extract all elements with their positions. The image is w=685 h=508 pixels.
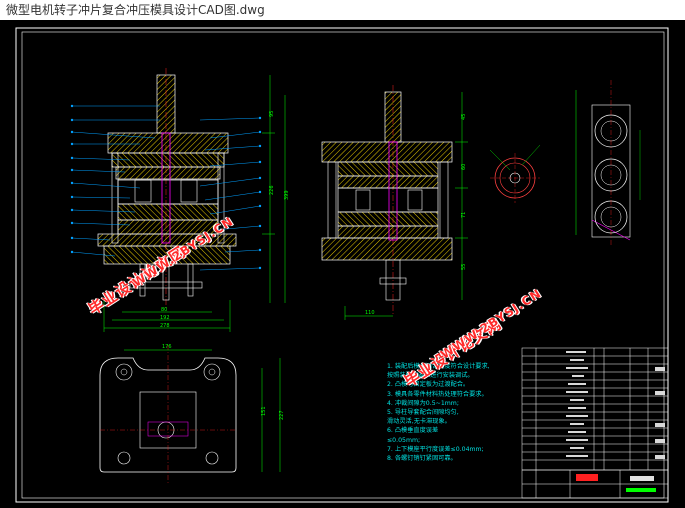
svg-text:71: 71: [461, 212, 467, 218]
note-line-6: 5. 导柱导套配合间隙均匀,: [387, 409, 459, 417]
svg-text:55: 55: [461, 264, 467, 270]
svg-text:80: 80: [161, 307, 167, 313]
svg-text:192: 192: [160, 315, 170, 321]
note-line-9: ≤0.05mm;: [387, 436, 421, 444]
side-view-dim-text: 45 60 71 55 110: [365, 114, 467, 316]
plan-view-dim-text: 176 151 227: [162, 344, 285, 420]
note-line-10: 7. 上下模座平行度误差≤0.04mm;: [387, 445, 484, 453]
note-line-3: 2. 凸模与固定板为过渡配合。: [387, 381, 470, 389]
side-view-dimensions: [344, 92, 468, 320]
svg-text:110: 110: [365, 310, 375, 316]
front-view-dimensions: [103, 75, 286, 332]
note-line-1: 1. 装配后模具闭合高度符合设计要求,: [387, 363, 490, 370]
front-view-dim-text: 95 226 399 80 192 278: [160, 111, 290, 329]
title-block-marks: [576, 474, 656, 492]
part-leader-lines: [71, 105, 261, 271]
svg-text:60: 60: [461, 164, 467, 170]
cad-drawing-viewport[interactable]: 95 226 399 80 192 278: [0, 20, 685, 508]
note-line-4: 3. 模具各零件材料热处理符合要求。: [387, 390, 488, 398]
svg-text:151: 151: [261, 406, 267, 416]
note-line-7: 滑动灵活,无卡滞现象。: [387, 418, 451, 426]
window-title: 微型电机转子冲片复合冲压模具设计CAD图.dwg: [0, 0, 685, 20]
note-line-5: 4. 冲裁间隙为0.5~1mm;: [387, 399, 459, 407]
cad-drawing-canvas[interactable]: 95 226 399 80 192 278: [0, 20, 685, 508]
svg-text:399: 399: [284, 190, 290, 200]
svg-text:227: 227: [279, 410, 285, 420]
svg-text:45: 45: [461, 114, 467, 120]
plan-view: [99, 345, 281, 485]
svg-text:95: 95: [269, 111, 275, 117]
note-line-11: 8. 各螺钉销钉紧固可靠。: [387, 455, 457, 463]
note-line-8: 6. 凸模垂直度误差: [387, 427, 439, 435]
side-section-view: [321, 85, 453, 315]
drawing-border: [15, 27, 669, 503]
workpiece-rotor-view: [489, 144, 541, 203]
leader-dots: [70, 104, 262, 270]
svg-text:226: 226: [269, 185, 275, 195]
svg-text:176: 176: [162, 344, 172, 350]
note-line-2: 按照装配图要求进行安装调试。: [387, 372, 474, 380]
parts-list-cell-fills: [566, 351, 665, 459]
front-section-view: [97, 68, 237, 310]
svg-text:278: 278: [160, 323, 170, 329]
parts-list-table: [521, 347, 669, 499]
strip-layout-view: [575, 80, 641, 245]
technical-requirements: 1. 装配后模具闭合高度符合设计要求, 按照装配图要求进行安装调试。 2. 凸模…: [387, 362, 527, 463]
